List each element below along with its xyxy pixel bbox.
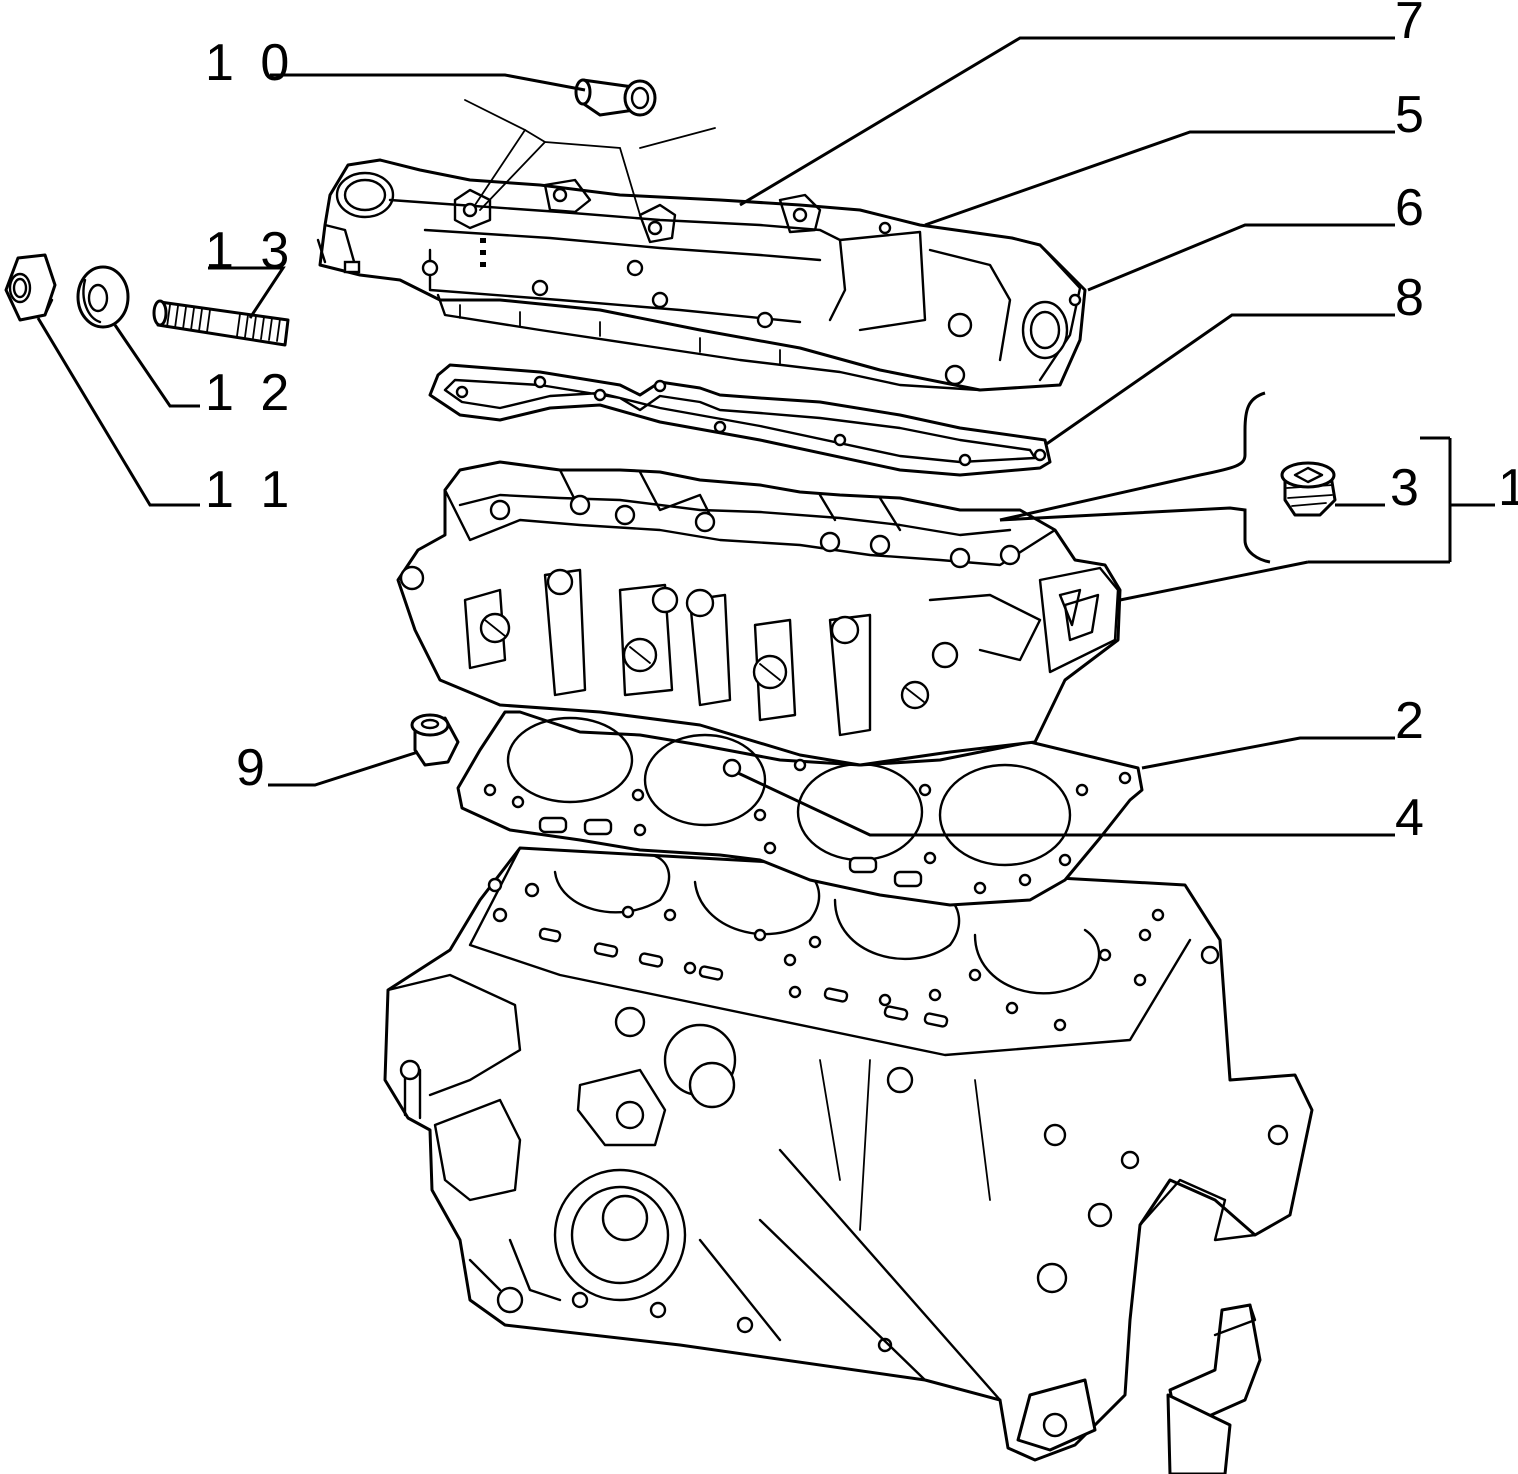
callout-8: 8 — [1395, 269, 1430, 327]
callout-6: 6 — [1395, 179, 1430, 237]
engine-block — [383, 846, 1314, 1474]
callout-1: 1 — [1498, 459, 1518, 517]
callout-10: 1 0 — [205, 34, 295, 92]
callout-2: 2 — [1395, 692, 1430, 750]
callout-5: 5 — [1395, 86, 1430, 144]
callout-11: 1 1 — [205, 461, 295, 519]
bushing-9 — [410, 713, 460, 767]
plug-3 — [1280, 461, 1337, 517]
cylinder-head-cover — [316, 99, 1087, 392]
nut-11 — [4, 253, 57, 322]
callout-9: 9 — [236, 739, 271, 797]
stud-13 — [152, 299, 290, 347]
cylinder-head — [396, 460, 1122, 767]
callout-13: 1 3 — [205, 222, 295, 280]
callout-3: 3 — [1390, 459, 1425, 517]
washer-12 — [76, 265, 130, 329]
callout-labels: 7 5 6 8 3 1 2 4 9 1 0 1 3 1 2 1 1 — [205, 0, 1518, 847]
leader-lines — [36, 36, 1495, 837]
cover-gasket — [428, 363, 1052, 477]
callout-7: 7 — [1395, 0, 1430, 50]
callout-12: 1 2 — [205, 364, 295, 422]
callout-4: 4 — [1395, 789, 1430, 847]
bushing-10 — [574, 78, 657, 117]
